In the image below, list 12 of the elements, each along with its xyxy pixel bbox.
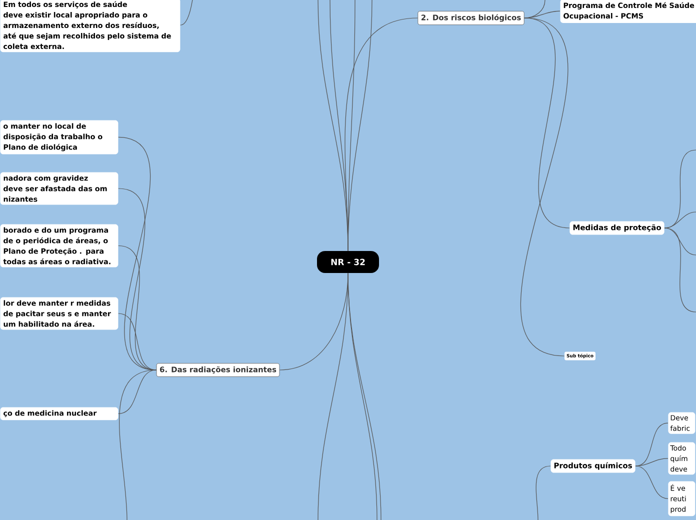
- connector-line: [524, 10, 560, 18]
- connector-line: [664, 212, 696, 228]
- connector-line: [664, 228, 696, 312]
- connector-line: [118, 313, 157, 370]
- connector-line: [635, 458, 668, 466]
- connector-line: [348, 0, 372, 252]
- central-topic: NR - 32: [317, 251, 379, 273]
- connector-line: [520, 18, 568, 356]
- connector-line: [635, 466, 668, 499]
- connector-line: [119, 370, 157, 520]
- connector-line: [180, 0, 194, 26]
- connector-line: [536, 466, 551, 520]
